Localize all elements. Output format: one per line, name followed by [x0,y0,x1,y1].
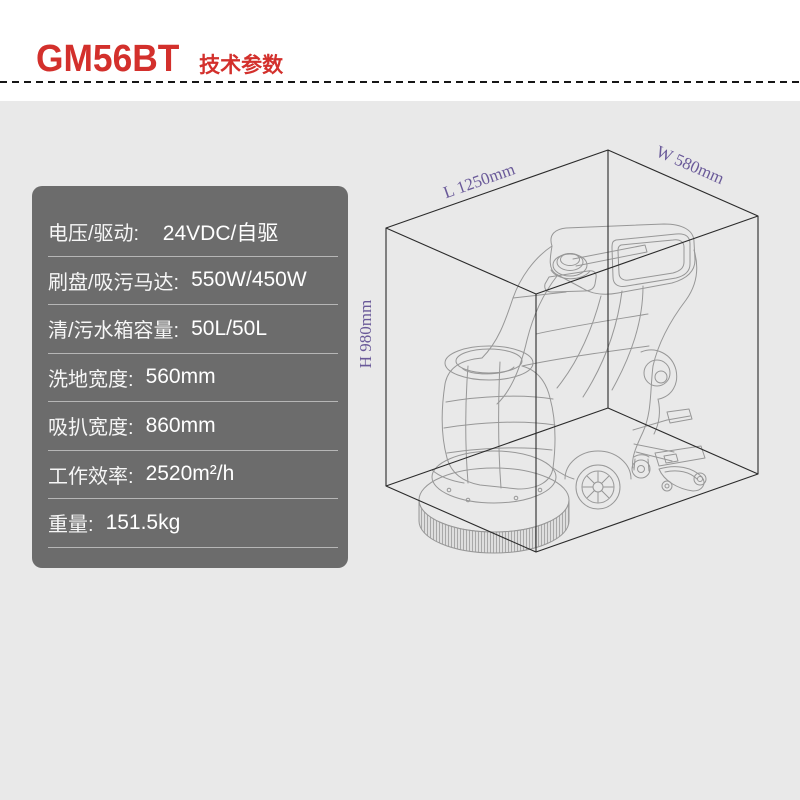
dimension-box-wireframe [385,149,759,553]
deck-rivets [446,487,543,503]
dashed-divider [0,81,800,83]
spec-value: 860mm [145,413,216,437]
spec-label: 工作效率: [48,465,134,488]
tank-seam-1 [445,395,554,403]
handle-crossbar [572,244,648,267]
spec-value: 2520m²/h [145,462,235,486]
caster-wheel [631,454,651,479]
spec-panel: 电压/驱动: 24VDC/自驱 刷盘/吸污马达: 550W/450W 清/污水箱… [32,186,348,568]
spec-label: 刷盘/吸污马达: [48,271,180,294]
spec-label: 洗地宽度: [48,368,134,391]
body-cross-seam-1 [535,313,649,335]
tank-vseam-2 [498,361,502,489]
tank-bowl-outer [444,345,534,381]
spec-value: 50L/50L [191,316,268,340]
body-seam-1 [556,295,602,389]
spec-row-tank: 清/污水箱容量: 50L/50L [48,305,338,354]
spec-value: 151.5kg [105,510,181,534]
machine-console [549,223,696,295]
handle-loop-outer [611,233,691,287]
body-cross-seam-2 [521,345,650,367]
body-left-seam [496,275,558,405]
body-seam-2 [582,290,623,398]
tank-vseam-1 [465,365,469,484]
tank-seam-3 [446,447,553,454]
dimension-diagram: L 1250mm W 580mm H 980mm [356,142,759,554]
tank-bowl-inner [455,348,523,374]
body-right-edge [652,249,698,367]
brush-skirt [418,499,570,554]
squeegee-assembly [632,408,707,492]
body-neck-seam [512,291,567,299]
product-model-title: GM56BT [36,38,180,80]
spec-row-motor: 刷盘/吸污马达: 550W/450W [48,257,338,305]
console-plate [544,270,597,293]
spec-row-voltage: 电压/驱动: 24VDC/自驱 [48,208,338,257]
page-header: GM56BT 技术参数 [0,0,800,101]
spec-label: 吸扒宽度: [48,417,134,440]
filler-cap [550,253,591,280]
spec-row-weight: 重量: 151.5kg [48,499,338,548]
tank-seam-2 [443,421,556,429]
dimension-label-width: W 580mm [653,142,727,188]
spec-label: 重量: [48,514,94,537]
spec-label: 电压/驱动: [48,223,140,246]
title-block: GM56BT 技术参数 [36,40,283,78]
deck-dome [431,450,557,504]
tank-bowl-lip [461,366,515,375]
floor-scrubber-drawing [418,223,707,554]
spec-value: 24VDC/自驱 [151,221,279,245]
dimension-label-height: H 980mm [356,300,375,368]
spec-value: 550W/450W [191,268,307,292]
deck-join [431,467,575,484]
tank-body [441,357,556,490]
spec-row-scrub-width: 洗地宽度: 560mm [48,354,338,402]
spec-row-efficiency: 工作效率: 2520m²/h [48,451,338,499]
section-subtitle: 技术参数 [199,54,284,77]
spec-value: 560mm [145,365,216,389]
spec-row-squeegee-width: 吸扒宽度: 860mm [48,402,338,451]
rear-wheel [564,450,632,510]
body-right-lower [632,365,654,469]
side-knob [640,349,678,435]
body-left-edge [481,245,553,359]
body-seam-3 [611,285,644,391]
spec-label: 清/污水箱容量: [48,320,180,343]
